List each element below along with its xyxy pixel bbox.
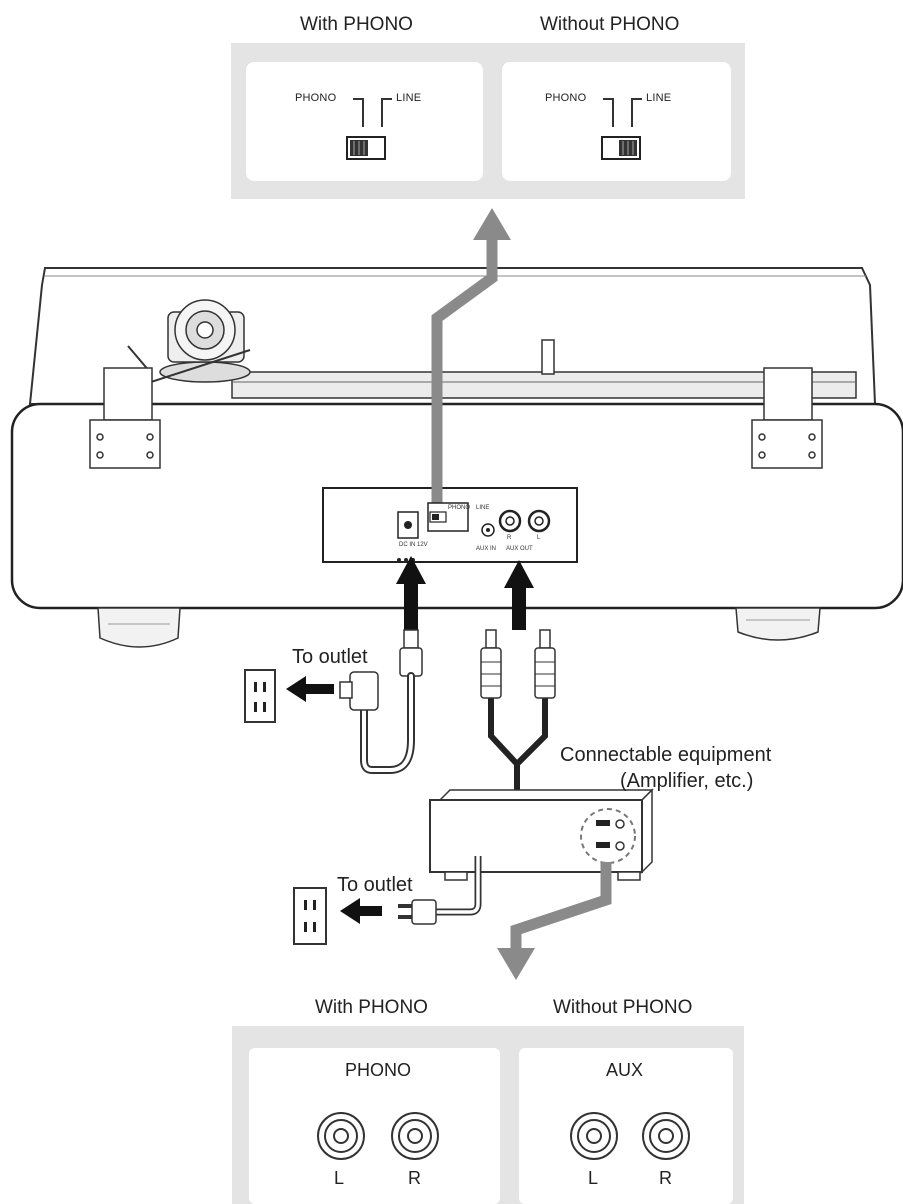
aux-r-label: R [659, 1168, 672, 1188]
top-wall-outlet [244, 669, 334, 723]
bottom-right-title: Without PHONO [553, 997, 693, 1018]
rca-jack-phono-l [317, 1112, 365, 1160]
phono-r-label: R [408, 1168, 421, 1188]
aux-out-r-label: R [507, 535, 512, 541]
top-switch-panel [231, 43, 745, 199]
rca-jack-aux-r [642, 1112, 690, 1160]
rear-connector-panel [322, 487, 578, 563]
left-switch-line-label: LINE [396, 92, 422, 104]
phono-l-label: L [334, 1168, 345, 1188]
rca-jack-aux-l [570, 1112, 618, 1160]
dc-in-label: DC IN 12V [399, 542, 428, 548]
aux-out-label: AUX OUT [506, 546, 533, 552]
left-switch-phono-label: PHONO [295, 92, 337, 104]
rca-jack-phono-r [391, 1112, 439, 1160]
to-outlet-bottom-label: To outlet [337, 874, 413, 896]
bottom-wall-outlet [293, 887, 437, 945]
arrow-to-switch-panel [427, 208, 511, 532]
switch-without-phono [601, 98, 642, 160]
amplifier-etc-label: (Amplifier, etc.) [620, 770, 754, 792]
left-hinge [89, 367, 161, 469]
tonearm [119, 299, 251, 393]
turntable-feet [97, 607, 821, 648]
power-adapter [339, 629, 423, 774]
switch-with-phono [346, 98, 392, 160]
bottom-left-title: With PHONO [315, 997, 428, 1018]
aux-box-title: AUX [606, 1060, 644, 1080]
turntable [10, 267, 903, 648]
phono-box-title: PHONO [345, 1060, 412, 1080]
connectable-equipment-label: Connectable equipment [560, 744, 772, 766]
top-right-title: Without PHONO [540, 14, 680, 35]
right-hinge [751, 367, 823, 469]
rear-switch-line-label: LINE [476, 505, 490, 511]
black-arrows [396, 556, 534, 630]
right-switch-line-label: LINE [646, 92, 672, 104]
arrow-to-input-panel [497, 862, 612, 980]
right-switch-phono-label: PHONO [545, 92, 587, 104]
aux-out-l-label: L [537, 535, 541, 541]
amplifier [429, 788, 654, 916]
rear-switch-phono-label: PHONO [448, 505, 471, 511]
to-outlet-top-label: To outlet [292, 646, 368, 668]
top-left-title: With PHONO [300, 14, 413, 35]
aux-in-label: AUX IN [476, 546, 497, 552]
aux-l-label: L [588, 1168, 599, 1188]
